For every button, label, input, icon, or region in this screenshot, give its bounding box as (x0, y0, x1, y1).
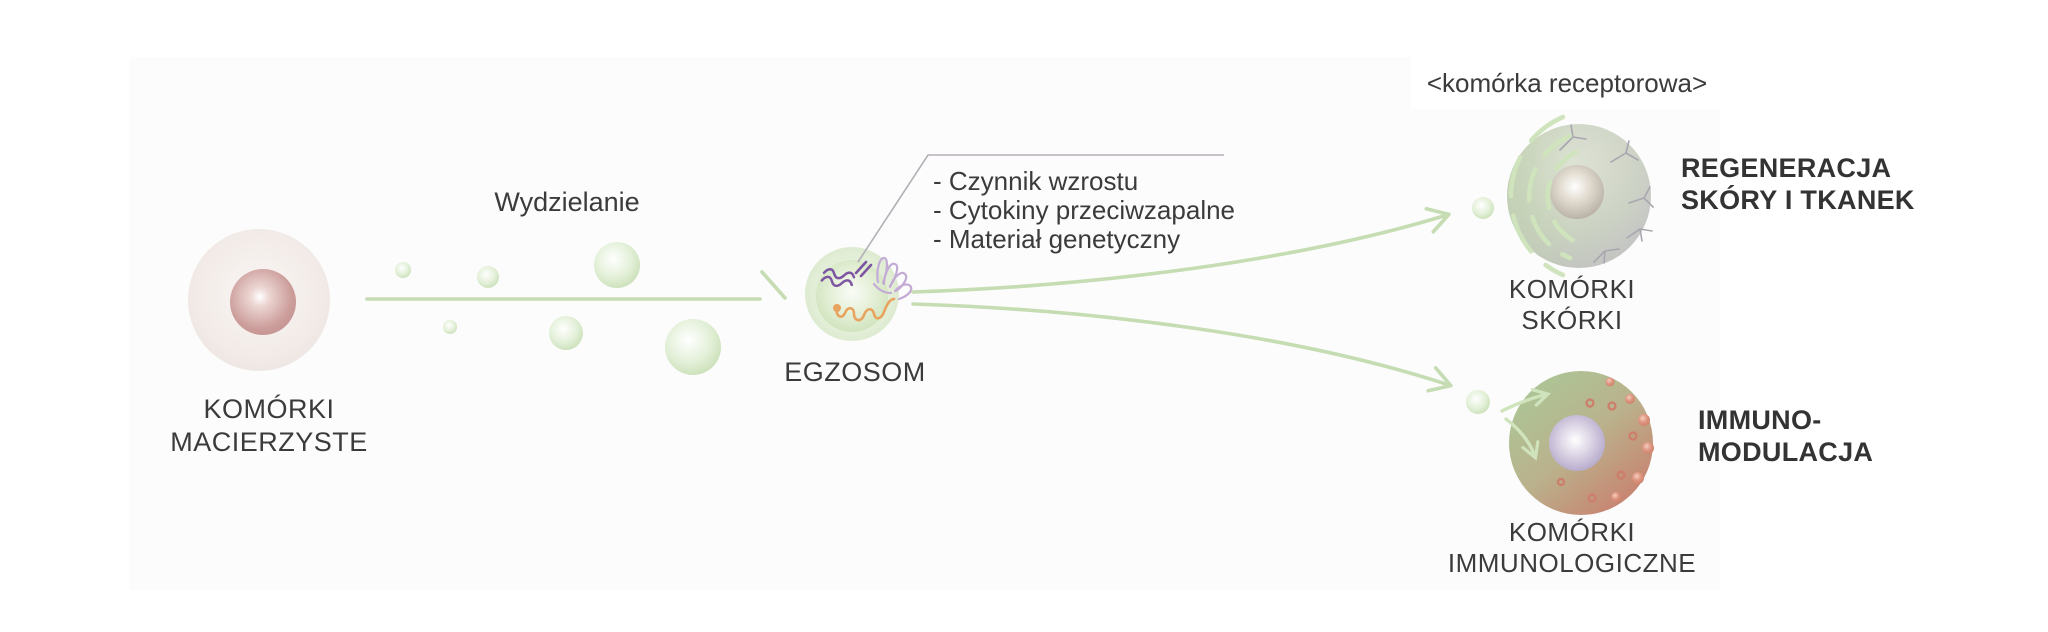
callout-leader-line (857, 154, 1224, 263)
receptor-dot (1638, 414, 1650, 426)
exosome (805, 247, 913, 341)
vesicle (443, 320, 457, 334)
receptor-dot (1632, 472, 1644, 484)
membrane-receptor-marks (1559, 124, 1654, 264)
glyco-base (872, 282, 893, 295)
receptor-dot (1605, 377, 1615, 387)
secretion-arrow (365, 270, 787, 301)
stem-cell-nucleus (230, 269, 296, 335)
dna-rod (859, 263, 873, 278)
heading-immunomodulation: IMMUNO- MODULACJA (1698, 405, 1874, 467)
background-panel (129, 57, 1720, 590)
absorption-arcs (1508, 114, 1579, 278)
squiggle-path (835, 297, 896, 322)
receptor-dot (1625, 394, 1635, 404)
list-item-cytokines: - Cytokiny przeciwzapalne (933, 195, 1236, 225)
secretion-arrow-barb (760, 270, 787, 300)
receptor-mark (1610, 140, 1639, 163)
label-secretion: Wydzielanie (494, 187, 640, 217)
genetic-material-squiggle (833, 297, 896, 322)
exosome-contents-list: - Czynnik wzrostu - Cytokiny przeciwzapa… (933, 167, 1235, 254)
rna-strand (820, 275, 853, 288)
skin-cell (1507, 114, 1654, 278)
uptake-arrow-down (1504, 417, 1540, 461)
immune-cell (1500, 371, 1654, 515)
receptor-dot-ring (1607, 401, 1617, 411)
delivery-arrows (911, 206, 1453, 393)
receptor-dot-ring (1616, 470, 1626, 480)
vesicle (594, 242, 640, 288)
receptor-dot (1611, 492, 1621, 502)
label-skin-cells: KOMÓRKI SKÓRKI (1508, 274, 1636, 335)
stem-cell (188, 229, 330, 371)
absorption-arc-middle (1526, 133, 1573, 261)
rna-strand (822, 267, 856, 280)
receptor-mark (1628, 186, 1654, 208)
absorption-arc-outer (1508, 114, 1566, 278)
glyco-loop (893, 283, 913, 301)
exosome-particle-upper (1472, 197, 1494, 219)
receptor-mark (1626, 228, 1653, 242)
arrow-to-immune-cell (911, 302, 1453, 393)
secreted-vesicles (395, 242, 721, 375)
receptor-dot-ring (1587, 493, 1597, 503)
receptor-dots (1556, 377, 1654, 503)
absorption-arc-inner (1545, 149, 1579, 245)
receptor-mark (1593, 248, 1620, 264)
vesicle (549, 316, 583, 350)
exosome-particle-lower (1466, 390, 1490, 414)
arrow-to-skin-cell (911, 206, 1451, 294)
exosome-body (816, 260, 888, 332)
dna-fragment (854, 260, 873, 278)
list-item-genetic-material: - Materiał genetyczny (933, 224, 1181, 254)
receptor-dot-ring (1556, 477, 1566, 487)
vesicle (395, 262, 411, 278)
rna-strands (820, 267, 856, 288)
uptake-arrow-up (1500, 388, 1552, 413)
list-item-growth-factor: - Czynnik wzrostu (933, 166, 1139, 196)
label-stem-cells: KOMÓRKI MACIERZYSTE (170, 394, 368, 457)
vesicle (477, 266, 499, 288)
vesicle (665, 319, 721, 375)
glycoprotein-cluster (872, 256, 913, 301)
dna-rod (854, 260, 868, 275)
uptake-arrows (1500, 388, 1552, 461)
immune-cell-nucleus (1549, 415, 1605, 471)
label-receptor-cell: <komórka receptorowa> (1410, 57, 1724, 109)
heading-regeneration: REGENERACJA SKÓRY I TKANEK (1681, 153, 1915, 215)
label-exosome: EGZOSOM (784, 357, 926, 387)
receptor-dot-ring (1628, 431, 1638, 441)
label-immune-cells: KOMÓRKI IMMUNOLOGICZNE (1447, 517, 1697, 578)
receptor-dot (1642, 442, 1654, 454)
receptor-mark (1559, 124, 1587, 151)
receptor-dot-ring (1585, 398, 1595, 408)
skin-cell-nucleus (1550, 165, 1604, 219)
